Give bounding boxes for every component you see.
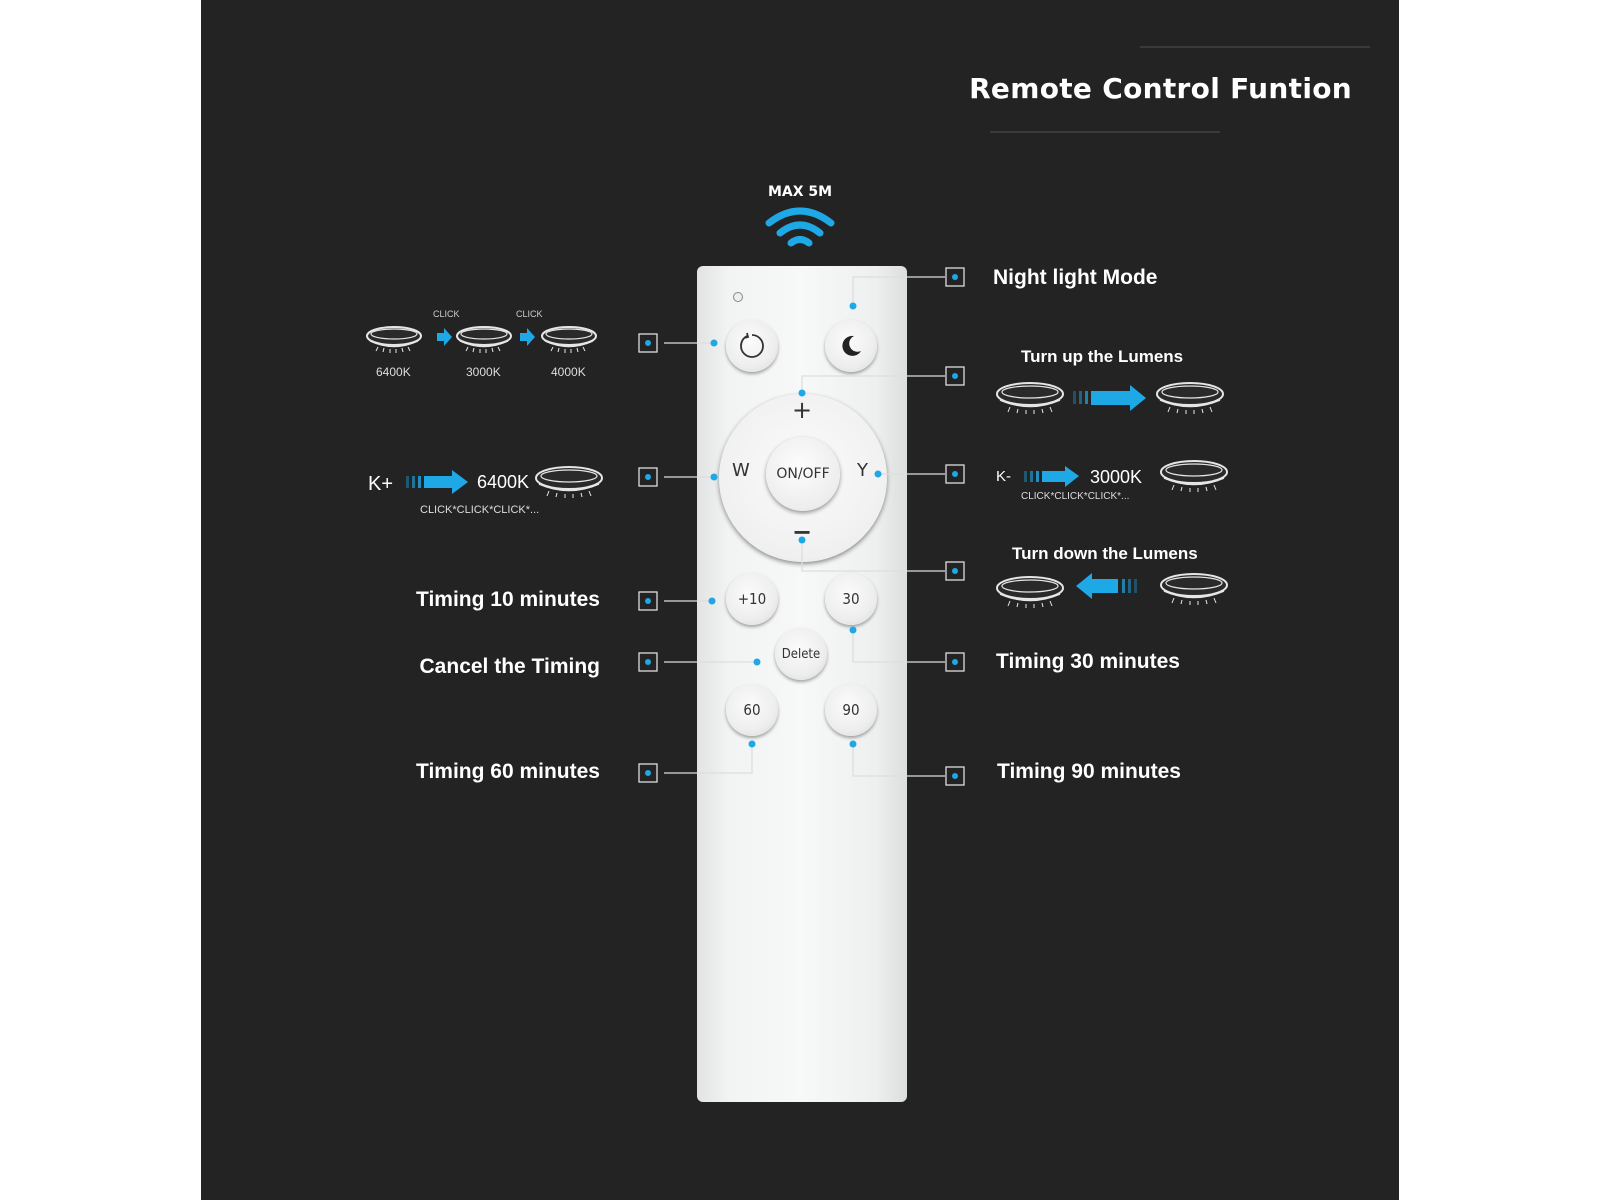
label-turn-up: Turn up the Lumens [1021,347,1184,366]
timer-plus10-button[interactable]: +10 [726,573,778,625]
color-cycle-button[interactable] [726,320,778,372]
range-label: MAX 5M [767,184,833,200]
kminus-arrow [1024,466,1079,487]
cycle-arrow-1 [437,328,452,346]
down-lamp-dim [996,576,1064,609]
cycle-lamp-1 [366,326,422,354]
label-night-mode: Night light Mode [993,266,1158,289]
power-button[interactable]: ON/OFF [766,437,840,511]
up-lamp-dim [996,382,1064,415]
down-arrow [1076,573,1137,599]
timer-90-button[interactable]: 90 [825,684,877,736]
decor-line-bottom [990,131,1220,133]
signal-icon [765,207,835,247]
cycle-lamp-3 [541,326,597,354]
label-turn-down: Turn down the Lumens [1012,544,1198,563]
timer-30-button[interactable]: 30 [825,573,877,625]
decor-line-top [1140,46,1370,48]
page-title: Remote Control Funtion [969,72,1352,105]
kplus-clicks: CLICK*CLICK*CLICK*... [420,504,540,516]
kplus-label: K+ [368,473,394,495]
label-timing-60: Timing 60 minutes [416,760,600,783]
label-timing-10: Timing 10 minutes [416,588,600,611]
cycle-k3-label: 4000K [551,365,586,379]
kminus-lamp [1160,460,1228,493]
label-timing-90: Timing 90 minutes [997,760,1181,783]
kminus-clicks: CLICK*CLICK*CLICK*... [1021,491,1130,502]
kminus-label: K- [996,468,1011,485]
brightness-down-button[interactable]: − [792,518,813,546]
moon-icon [842,335,861,356]
cycle-arrow-2 [520,328,535,346]
indicator-led [733,292,743,302]
click-label-2: CLICK [516,309,543,319]
brightness-up-button[interactable]: + [792,396,813,424]
delete-timer-button[interactable]: Delete [775,628,827,680]
up-lamp-bright [1156,382,1224,415]
cycle-lamp-2 [456,326,512,354]
cycle-k2-label: 3000K [466,365,501,379]
click-label-1: CLICK [433,309,460,319]
kplus-value: 6400K [477,472,530,492]
kplus-lamp [535,466,603,499]
up-arrow [1073,385,1146,411]
down-lamp-bright [1160,573,1228,606]
kminus-value: 3000K [1090,467,1143,487]
cycle-icon [740,332,764,358]
timer-60-button[interactable]: 60 [726,684,778,736]
night-mode-button[interactable] [825,320,877,372]
label-cancel-timing: Cancel the Timing [419,655,600,678]
cycle-k1-label: 6400K [376,365,411,379]
cool-color-button[interactable]: Y [857,460,868,481]
label-timing-30: Timing 30 minutes [996,650,1180,673]
warm-color-button[interactable]: W [732,460,750,481]
kplus-arrow [406,470,468,494]
